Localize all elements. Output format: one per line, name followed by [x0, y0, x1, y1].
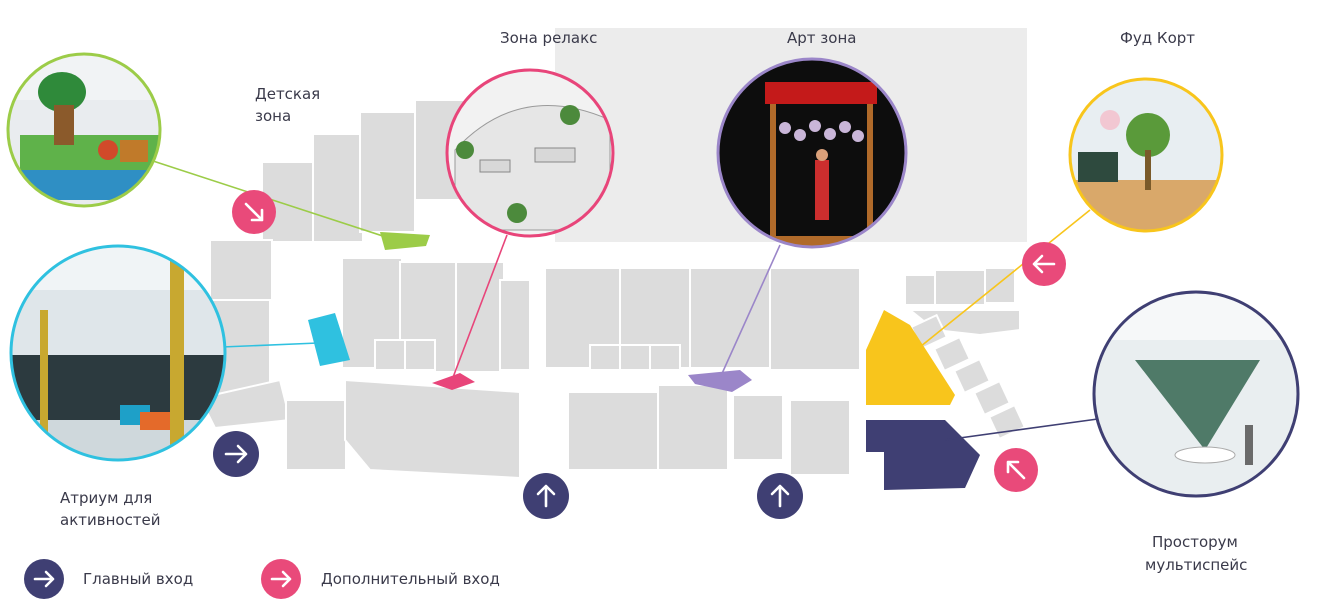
building-block	[589, 344, 621, 371]
prostorum-zone-label-line2: мультиспейс	[1145, 556, 1248, 574]
kids-zone-label-line2: зона	[255, 107, 292, 125]
building-block	[374, 339, 406, 371]
building-block	[972, 379, 1012, 417]
extra-entrance-right[interactable]	[1022, 242, 1066, 286]
building-block	[619, 344, 651, 371]
building-block	[312, 133, 364, 243]
prostorum-zone-marker[interactable]	[866, 420, 980, 490]
atrium-photo-frame	[9, 244, 227, 462]
food-photo-frame	[1068, 77, 1224, 233]
kids-zone-label-line1: Детская	[255, 85, 321, 103]
atrium-zone-marker[interactable]	[308, 313, 350, 366]
art-photo	[718, 59, 906, 247]
building-block	[209, 239, 273, 301]
relax-zone-marker[interactable]	[432, 373, 475, 390]
food-zone-marker[interactable]	[866, 310, 955, 405]
legend-main-entrance-label: Главный вход	[83, 570, 194, 588]
building-block	[732, 394, 784, 461]
prostorum-photo-frame	[1092, 290, 1300, 498]
atrium-zone-label-line2: активностей	[60, 511, 161, 529]
main-entrance-left[interactable]	[213, 431, 259, 477]
relax-zone-label: Зона релакс	[500, 29, 598, 47]
building-block	[934, 269, 986, 306]
extra-entrance-top-left[interactable]	[232, 190, 276, 234]
art-zone-label: Арт зона	[787, 29, 857, 47]
building-block	[689, 267, 771, 369]
legend-main-entrance-icon	[24, 559, 64, 599]
prostorum-zone-label-line1: Просторум	[1152, 533, 1238, 551]
buildings	[198, 99, 1027, 480]
building-block	[657, 384, 729, 471]
atrium-zone-label-line1: Атриум для	[60, 489, 153, 507]
building-block	[567, 391, 659, 471]
art-zone-marker[interactable]	[688, 370, 752, 392]
building-block	[904, 274, 936, 306]
relax-photo	[447, 70, 613, 236]
building-block	[649, 344, 681, 371]
extra-entrance-bottom-right[interactable]	[994, 448, 1038, 492]
main-entrance-bottom-2[interactable]	[757, 473, 803, 519]
building-block	[285, 399, 347, 471]
building-block	[769, 267, 861, 371]
legend-extra-entrance-icon	[261, 559, 301, 599]
relax-photo-frame	[445, 68, 615, 238]
art-photo-frame	[716, 57, 908, 249]
building-block	[404, 339, 436, 371]
building-block	[789, 399, 851, 476]
building-block	[359, 111, 416, 233]
building-block	[455, 261, 505, 373]
prostorum-photo	[1094, 292, 1298, 496]
kids-zone-marker[interactable]	[380, 232, 430, 250]
atrium-photo	[11, 246, 225, 460]
kids-photo	[8, 54, 160, 206]
building-block	[932, 335, 972, 373]
callout-lines	[149, 159, 1106, 441]
building-block	[952, 357, 992, 395]
food-zone-label: Фуд Корт	[1120, 29, 1196, 47]
kids-photo-frame	[6, 52, 162, 208]
main-entrance-bottom-1[interactable]	[523, 473, 569, 519]
legend-extra-entrance-label: Дополнительный вход	[321, 570, 500, 588]
building-block	[499, 279, 531, 371]
building-block	[344, 378, 521, 480]
